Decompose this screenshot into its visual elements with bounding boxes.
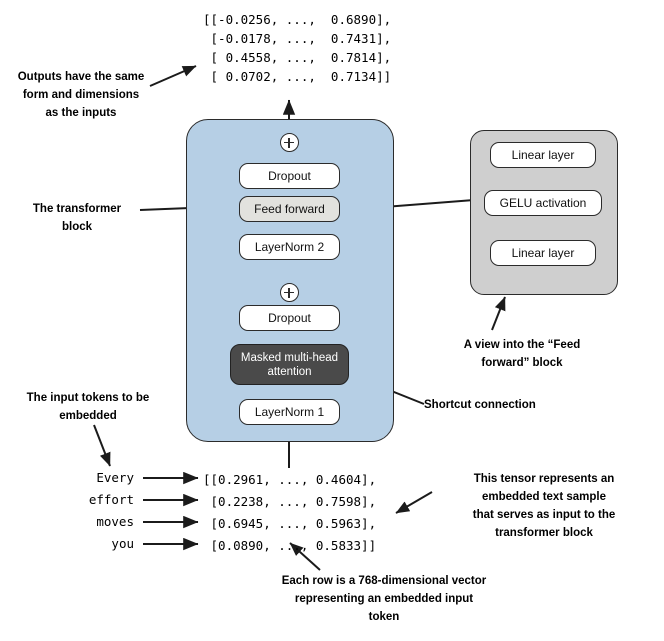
node-feed-forward: Feed forward (239, 196, 340, 222)
node-label: GELU activation (499, 196, 587, 210)
node-label: Dropout (268, 169, 311, 183)
output-tensor-text: [[-0.0256, ..., 0.6890], [-0.0178, ..., … (203, 12, 392, 84)
token-every: Every (96, 470, 134, 485)
node-linear-layer-bottom: Linear layer (490, 240, 596, 266)
input-tensor-text: [[0.2961, ..., 0.4604], [0.2238, ..., 0.… (203, 472, 377, 553)
node-label: Feed forward (254, 202, 325, 216)
annotation-shortcut-connection: Shortcut connection (424, 399, 536, 411)
node-label: Linear layer (511, 148, 575, 162)
node-label: Dropout (268, 311, 311, 325)
node-masked-multi-head-attention: Masked multi-head attention (230, 344, 349, 385)
token-effort: effort (88, 492, 134, 507)
residual-add-top (279, 133, 299, 152)
node-label: LayerNorm 2 (254, 240, 325, 254)
node-layernorm-1: LayerNorm 1 (239, 399, 340, 425)
node-gelu-activation: GELU activation (484, 190, 602, 216)
token-you: you (111, 536, 134, 551)
node-dropout-2: Dropout (239, 163, 340, 189)
node-dropout-1: Dropout (239, 305, 340, 331)
residual-add-bottom (279, 283, 299, 302)
token-moves: moves (96, 514, 134, 529)
node-label: Linear layer (511, 246, 575, 260)
node-layernorm-2: LayerNorm 2 (239, 234, 340, 260)
node-linear-layer-top: Linear layer (490, 142, 596, 168)
node-label: LayerNorm 1 (254, 405, 325, 419)
node-label: Masked multi-head attention (240, 351, 339, 378)
